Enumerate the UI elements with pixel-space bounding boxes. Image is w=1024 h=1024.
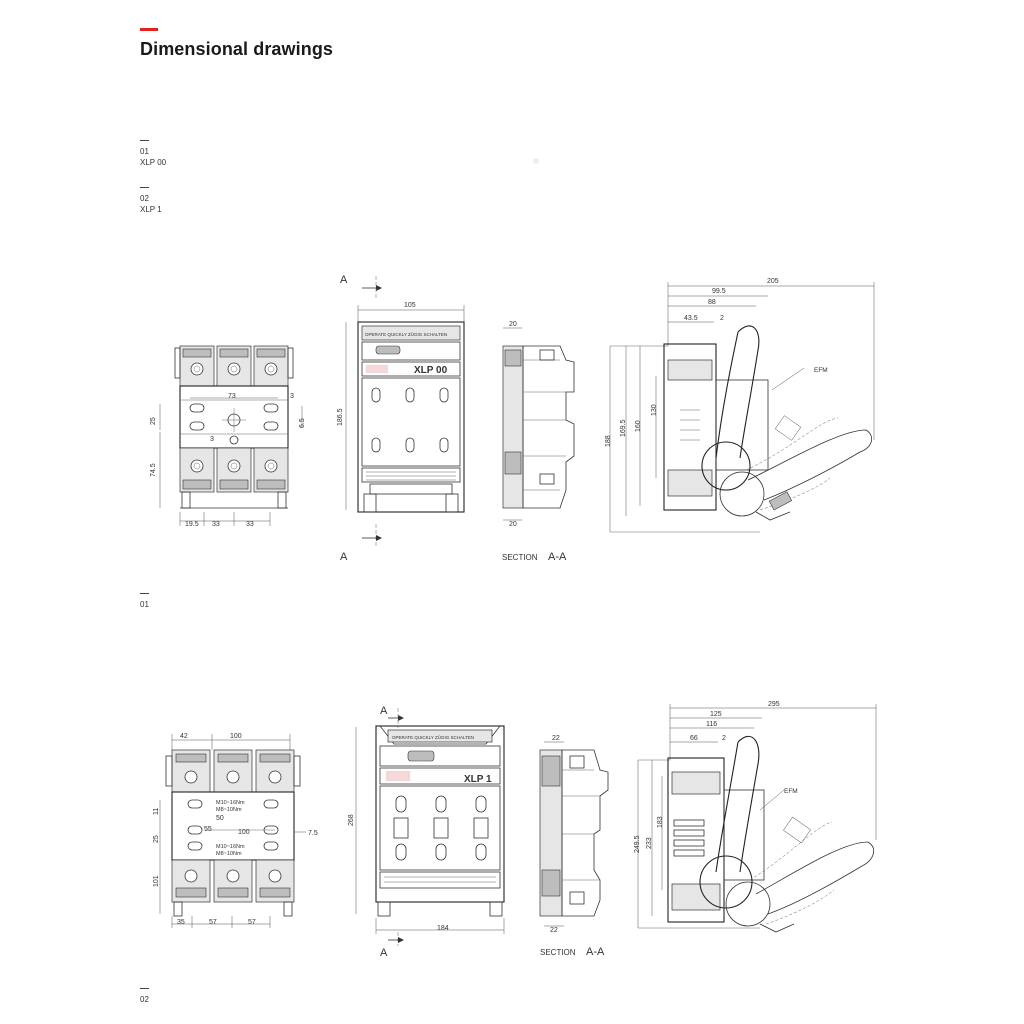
front-dim-bottom-c: 33: [246, 521, 254, 528]
side-dim-d2: 99.5: [712, 288, 726, 295]
front-dim-right-a: 3: [290, 393, 294, 400]
section2-dim-top: 22: [552, 735, 560, 742]
front2-dim-bottom-c: 57: [248, 919, 256, 926]
torque-b2: M8~10Nm: [216, 851, 242, 857]
torque-a1: M10~16Nm: [216, 800, 245, 806]
front-dim-bottom-b: 33: [212, 521, 220, 528]
front2-inner-a: 50: [216, 815, 224, 822]
legend-num: 01: [140, 147, 149, 156]
front2-dim-bottom-a: 35: [177, 919, 185, 926]
front2-dim-top-a: 42: [180, 733, 188, 740]
front2-dim-side-a: 11: [153, 808, 160, 815]
middle-view-02: A 268 OPERATE QUICKLY ZÜGIG SCHALTEN XLP…: [348, 705, 505, 959]
front2-inner-c: 100: [238, 829, 250, 836]
section2-letters: A-A: [586, 946, 605, 958]
middle-view-01: A 105 186.5 OPERATE QUICKLY ZÜGIG SCHALT…: [337, 274, 465, 563]
mid2-header-text: OPERATE QUICKLY ZÜGIG SCHALTEN: [392, 734, 474, 740]
mid-dim-height: 186.5: [337, 408, 344, 426]
side2-dim-d1: 295: [768, 701, 780, 708]
section2-marker-bottom: A: [380, 947, 388, 959]
front2-dim-side-c: 101: [153, 875, 160, 887]
section2-label: SECTION: [540, 948, 576, 957]
side-view-02: 295 125 116 66 2 249.5 233 183: [634, 701, 877, 933]
accent-bar: [140, 28, 158, 31]
page-title: Dimensional drawings: [140, 39, 334, 59]
front-dim-top: 73: [228, 393, 236, 400]
mid-header-text: OPERATE QUICKLY ZÜGIG SCHALTEN: [365, 331, 447, 337]
front-dim-bottom-a: 19.5: [185, 521, 199, 528]
side2-dim-h1: 249.5: [634, 835, 641, 853]
front-dim-side-top: 25: [150, 417, 157, 425]
side2-dim-d2: 125: [710, 711, 722, 718]
figure-caption-1: 01: [140, 593, 149, 610]
side-dim-h1: 188: [605, 435, 612, 447]
figure-02: 42 100 M10~16Nm M8~10: [153, 701, 877, 959]
section-view-02: 22 22 SECTION A-A: [539, 735, 609, 958]
front-dim-side-bottom: 74.5: [150, 463, 157, 477]
torque-b1: M10~16Nm: [216, 844, 245, 850]
section-view-01: 20 20 SECTION A-A: [502, 321, 575, 563]
side-view-01: 205 99.5 88 43.5 2 188 169.5 160 130: [605, 278, 875, 533]
section-marker-top: A: [340, 274, 348, 286]
side-dim-h2: 169.5: [620, 419, 627, 437]
mid-dim-width: 105: [404, 302, 416, 309]
side-dim-d5: 2: [720, 315, 724, 322]
side2-dim-h3: 183: [657, 816, 664, 828]
speck: [533, 158, 539, 164]
side2-efm: EFM: [784, 788, 798, 795]
section2-dim-bottom: 22: [550, 927, 558, 934]
section-letters: A-A: [548, 551, 567, 563]
section-label: SECTION: [502, 553, 538, 562]
side-dim-d4: 43.5: [684, 315, 698, 322]
section2-marker-top: A: [380, 705, 388, 717]
mid-product-label: XLP 00: [414, 365, 448, 376]
section-marker-bottom: A: [340, 551, 348, 563]
front2-dim-top-b: 100: [230, 733, 242, 740]
front2-inner-b: 55: [204, 826, 212, 833]
legend-label: XLP 1: [140, 205, 162, 214]
side-dim-d3: 88: [708, 299, 716, 306]
mid2-dim-height: 268: [348, 814, 355, 826]
figure-caption-num: 01: [140, 600, 149, 609]
figure-caption-num: 02: [140, 995, 149, 1004]
mid2-dim-width: 184: [437, 925, 449, 932]
front-view-01: 73 25 74.5 3 6.5 3 19.5 33 33: [150, 345, 306, 528]
front2-dim-right: 7.5: [308, 830, 318, 837]
side-efm: EFM: [814, 367, 828, 374]
front-dim-left-inner: 3: [210, 436, 214, 443]
legend-num: 02: [140, 194, 149, 203]
front-dim-right-b: 6.5: [299, 418, 306, 428]
front2-dim-side-b: 25: [153, 835, 160, 843]
section-dim-bottom: 20: [509, 521, 517, 528]
side2-dim-d4: 66: [690, 735, 698, 742]
side2-dim-h2: 233: [646, 837, 653, 849]
figure-caption-2: 02: [140, 988, 149, 1005]
side2-dim-d5: 2: [722, 735, 726, 742]
front-view-02: 42 100 M10~16Nm M8~10: [153, 733, 318, 928]
section-dim-top: 20: [509, 321, 517, 328]
legend-item-2: 02 XLP 1: [140, 187, 162, 215]
figure-01: 73 25 74.5 3 6.5 3 19.5 33 33 A: [150, 274, 875, 563]
side-dim-h3: 160: [635, 420, 642, 432]
side2-dim-d3: 116: [706, 721, 717, 728]
side-dim-h4: 130: [651, 404, 658, 416]
legend-item-1: 01 XLP 00: [140, 140, 166, 168]
front2-dim-bottom-b: 57: [209, 919, 217, 926]
legend-label: XLP 00: [140, 158, 167, 167]
mid2-product-label: XLP 1: [464, 774, 492, 785]
side-dim-d1: 205: [767, 278, 779, 285]
torque-a2: M8~10Nm: [216, 807, 242, 813]
